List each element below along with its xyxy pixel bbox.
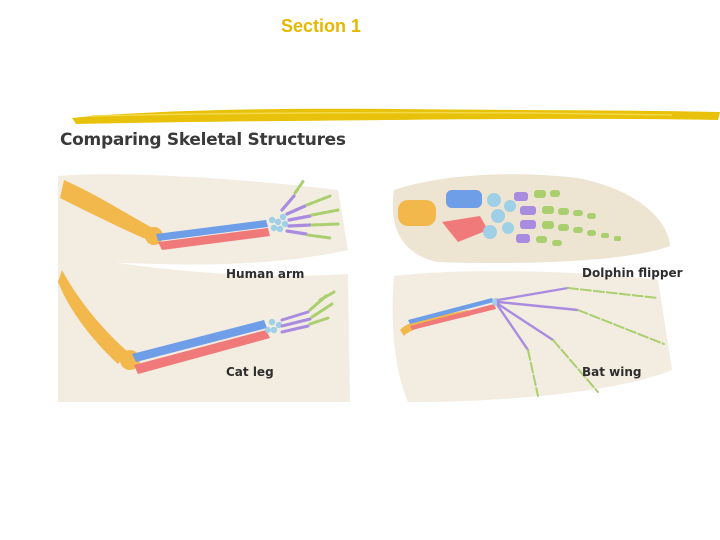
label-cat-leg: Cat leg <box>226 365 274 379</box>
label-human-arm: Human arm <box>226 267 305 281</box>
title-underline-brushstroke <box>72 108 720 124</box>
human-arm-bones <box>60 178 340 250</box>
section-title: Section 1 <box>280 16 362 36</box>
bat-wing-bones <box>400 286 665 397</box>
dolphin-flipper-bones <box>398 190 621 246</box>
bat-wing-panel-background <box>392 271 672 402</box>
label-bat-wing: Bat wing <box>582 365 642 379</box>
figure-title: Comparing Skeletal Structures <box>60 130 346 150</box>
cat-leg-bones <box>58 270 336 374</box>
skeletal-comparison-figure <box>58 174 672 402</box>
label-dolphin-flipper: Dolphin flipper <box>582 266 683 280</box>
human-arm-panel-background <box>58 174 348 265</box>
